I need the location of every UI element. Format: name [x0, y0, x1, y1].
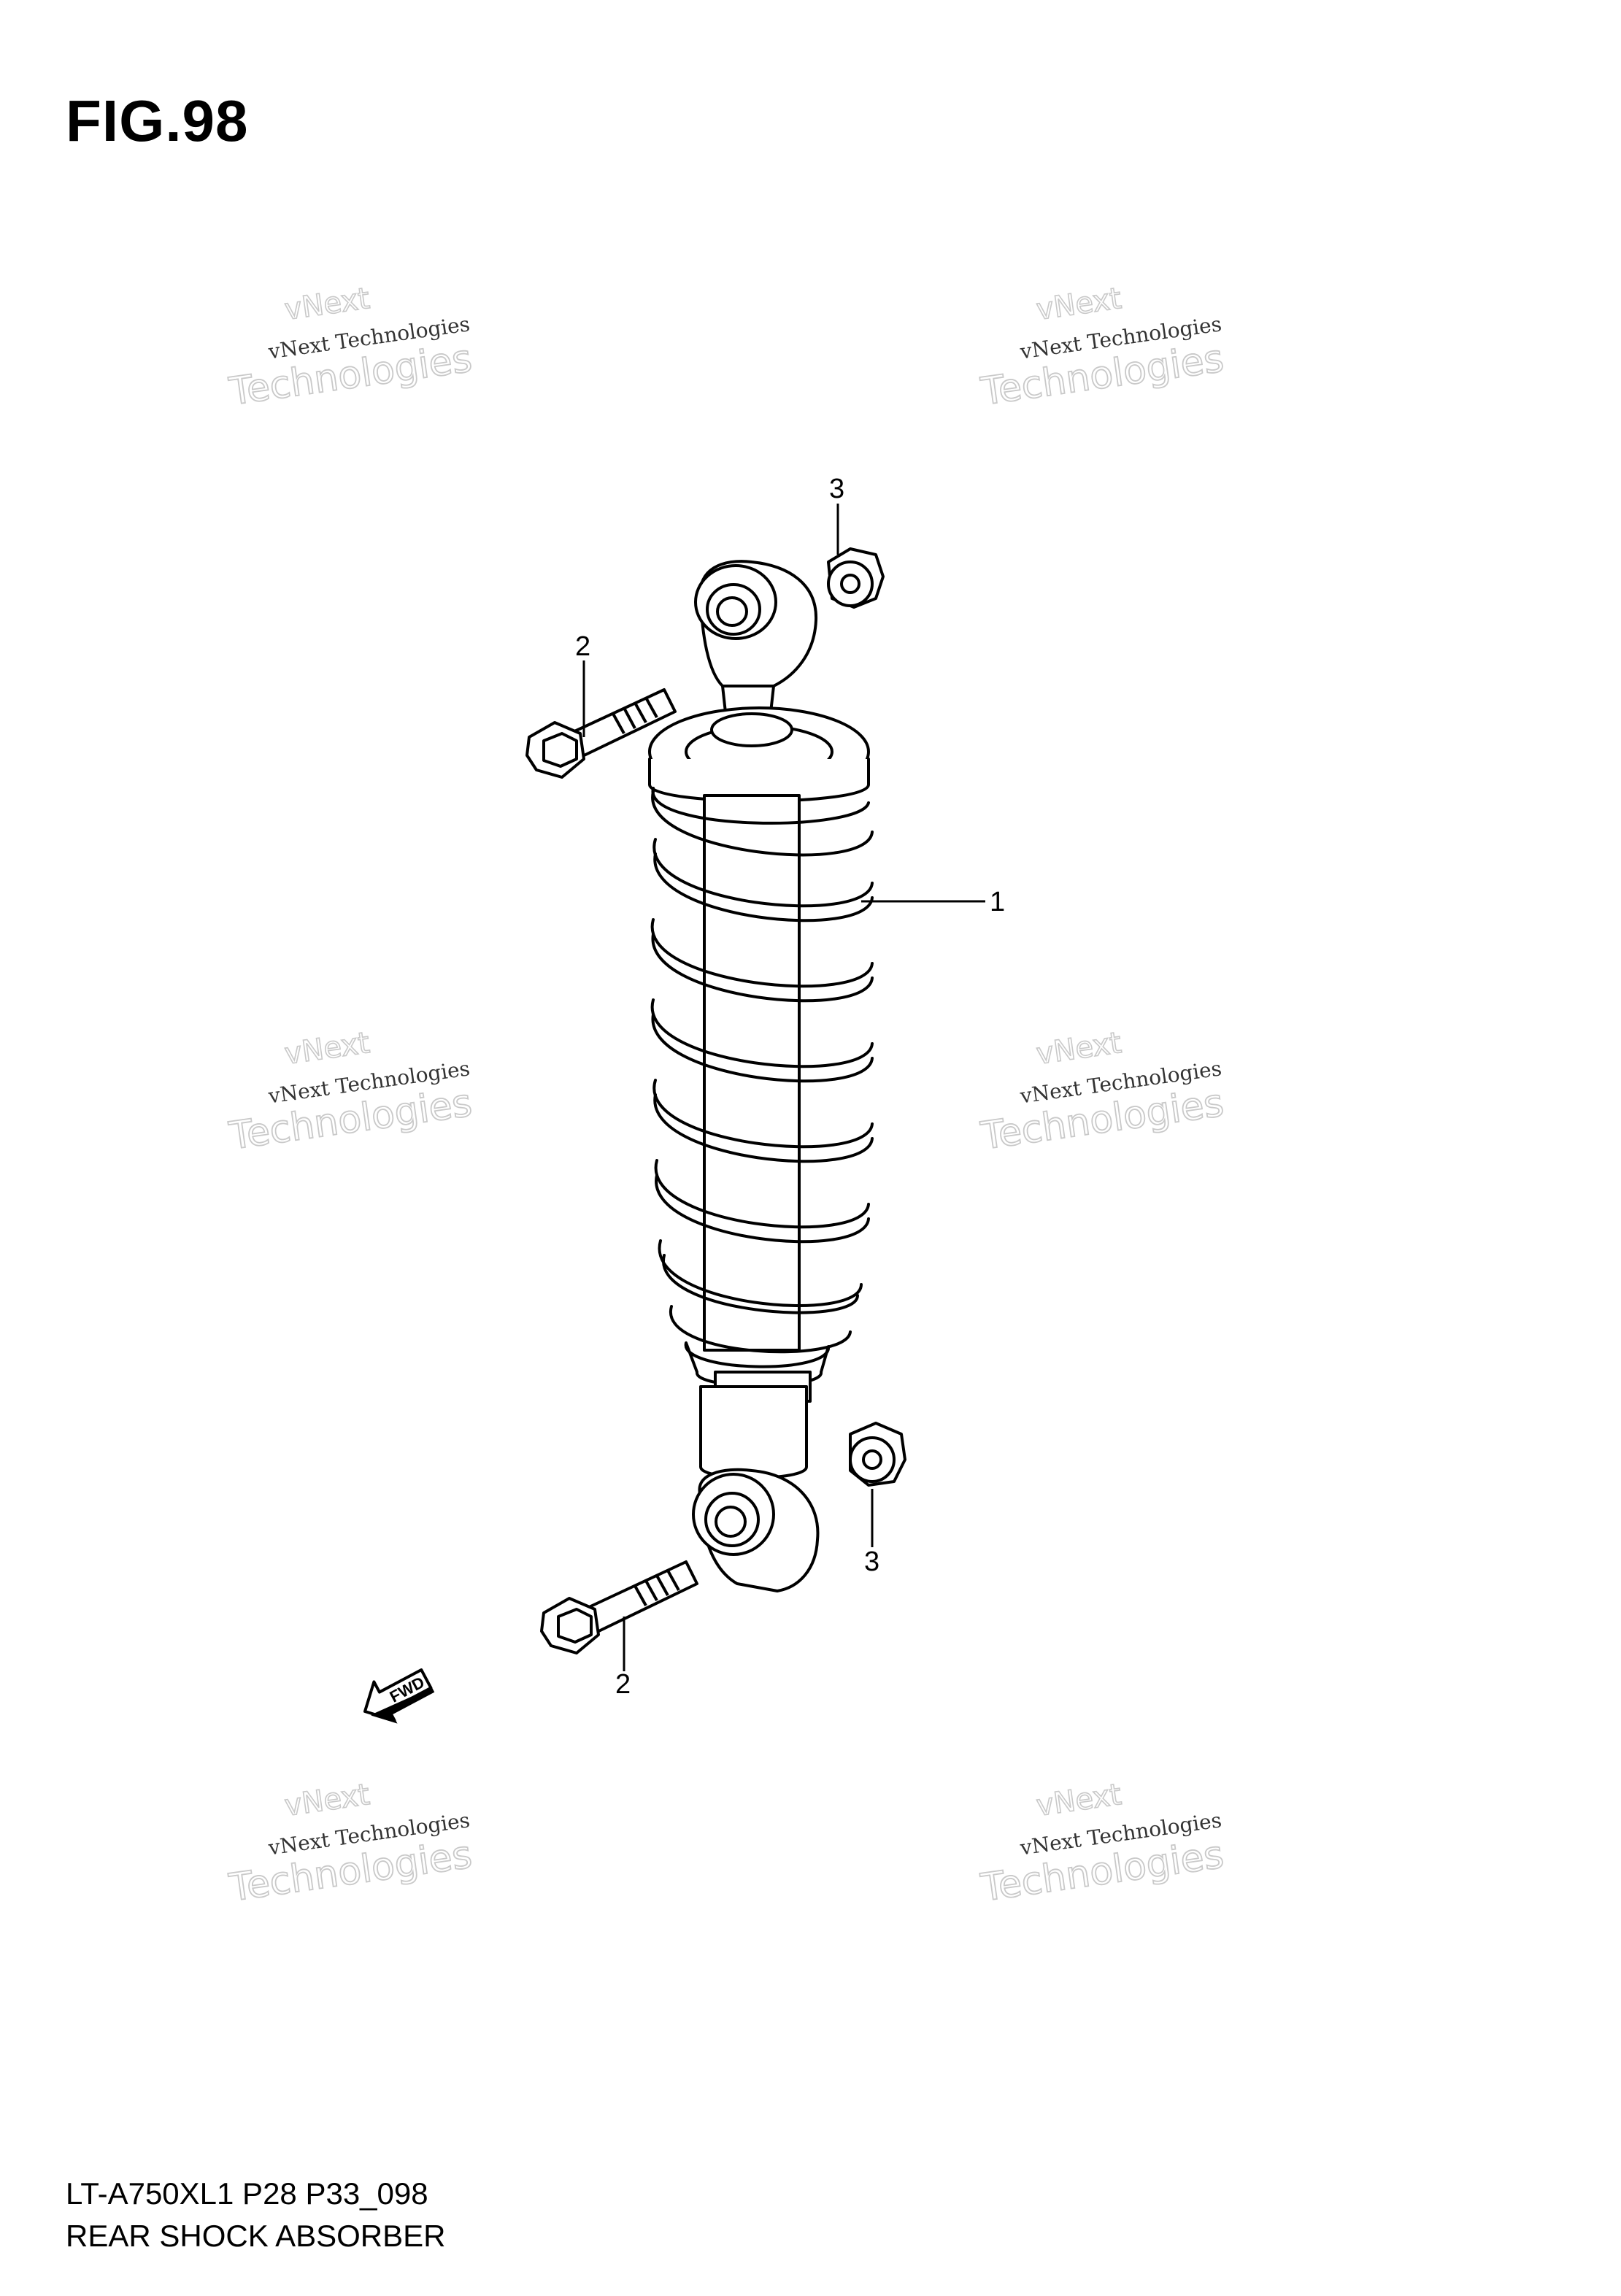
bottom-nut: [849, 1422, 906, 1487]
part-name: REAR SHOCK ABSORBER: [66, 2219, 446, 2253]
watermark-mid-left: vNext vNext Technologies Technologies: [226, 1025, 475, 1159]
watermark-bottom-left: vNext vNext Technologies Technologies: [226, 1777, 475, 1911]
watermark-line1: vNext: [1034, 1026, 1123, 1071]
watermark-line1: vNext: [282, 1026, 371, 1071]
watermark-line1: vNext: [1034, 282, 1123, 327]
callout-3-top: 3: [829, 474, 844, 504]
watermark-line1: vNext: [1034, 1778, 1123, 1823]
fwd-arrow-icon: FWD: [363, 1668, 435, 1724]
watermark-bottom-right: vNext vNext Technologies Technologies: [977, 1777, 1227, 1911]
model-code: LT-A750XL1 P28 P33_098: [66, 2176, 428, 2211]
upper-spring-seat: [648, 706, 870, 803]
callout-2-top: 2: [575, 631, 590, 662]
top-bolt: [525, 688, 677, 779]
bottom-bolt: [540, 1560, 698, 1654]
watermark-line1: vNext: [282, 1778, 371, 1823]
coil-spring: [650, 787, 874, 1354]
callout-3-bottom: 3: [864, 1546, 879, 1577]
top-eye-mount: [694, 560, 818, 720]
top-nut: [827, 547, 885, 609]
callout-1: 1: [990, 887, 1005, 917]
figure-title: FIG.98: [66, 88, 249, 153]
leader-lines: [582, 504, 985, 1671]
bottom-eye-mount: [692, 1468, 820, 1592]
watermark-top-right: vNext vNext Technologies Technologies: [977, 281, 1227, 415]
damper-body: [703, 794, 801, 1352]
shock-absorber: [648, 560, 874, 1592]
watermark-top-left: vNext vNext Technologies Technologies: [226, 281, 475, 415]
lower-damper-tube: [699, 1385, 808, 1479]
watermark-line1: vNext: [282, 282, 371, 327]
watermark-mid-right: vNext vNext Technologies Technologies: [977, 1025, 1227, 1159]
callout-2-bottom: 2: [615, 1669, 631, 1700]
